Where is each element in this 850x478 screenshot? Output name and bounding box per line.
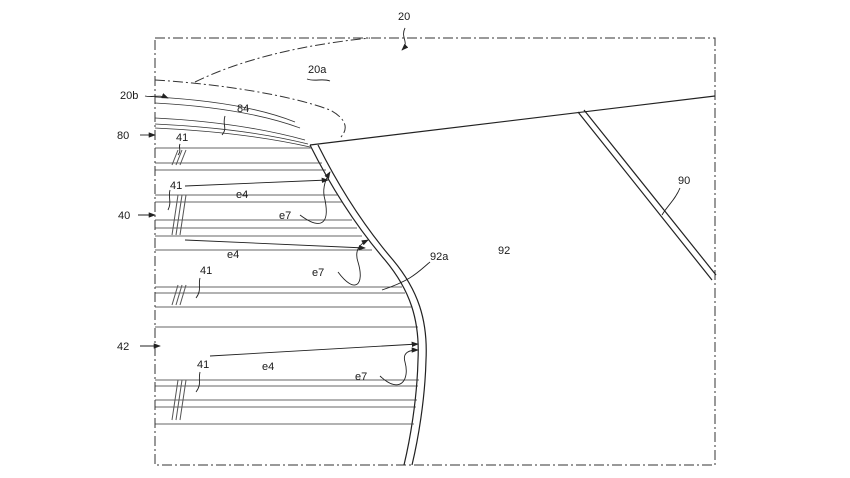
arrow-e4-3 (210, 344, 418, 356)
part-90-line-b (584, 110, 716, 275)
edge-92a-inner (318, 145, 426, 465)
leader-20 (402, 28, 405, 50)
label-92a: 92a (430, 251, 449, 263)
leader-41d (196, 372, 200, 392)
label-92: 92 (498, 245, 510, 257)
label-e4-2: e4 (227, 249, 239, 261)
leader-41c (196, 278, 200, 298)
leader-41a (178, 144, 180, 155)
arrow-e7-3 (380, 350, 418, 385)
leader-90 (662, 188, 680, 215)
label-80: 80 (117, 130, 129, 142)
edge-92a-outer (310, 145, 418, 465)
label-20: 20 (398, 11, 410, 23)
part-90-line-a (578, 112, 712, 280)
arrow-e4-1 (185, 180, 328, 186)
leader-20a (307, 79, 330, 81)
label-e4-1: e4 (236, 189, 248, 201)
label-84: 84 (237, 103, 249, 115)
label-e7-3: e7 (355, 371, 367, 383)
label-e4-3: e4 (262, 361, 274, 373)
label-e7-2: e7 (312, 267, 324, 279)
label-41-2: 41 (170, 180, 182, 192)
label-41-1: 41 (176, 132, 188, 144)
label-90: 90 (678, 175, 690, 187)
leader-84 (222, 116, 225, 135)
label-40: 40 (118, 210, 130, 222)
label-20a: 20a (308, 64, 327, 76)
label-20b: 20b (120, 90, 138, 102)
arrow-e4-2 (185, 240, 365, 248)
region-20a-boundary (195, 38, 370, 82)
label-42: 42 (117, 341, 129, 353)
layer-lines (155, 148, 419, 424)
label-e7-1: e7 (279, 210, 291, 222)
label-41-4: 41 (197, 359, 209, 371)
label-41-3: 41 (200, 265, 212, 277)
upper-diagonal-edge (310, 96, 715, 145)
leader-41b (168, 190, 170, 210)
